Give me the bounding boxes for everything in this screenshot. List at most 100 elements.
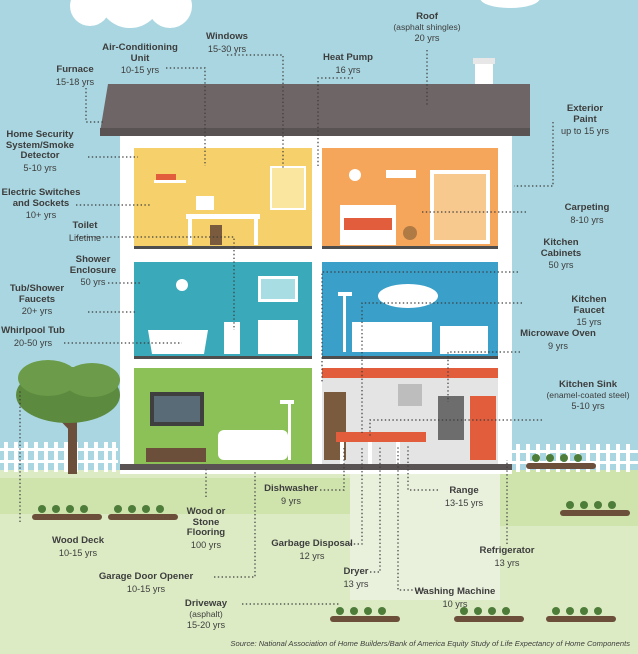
label-garbage-disposal-years: 12 yrs	[299, 550, 325, 561]
leader-lines	[19, 50, 554, 605]
label-kitchen-sink-detail: (enamel-coated steel)	[546, 389, 630, 400]
label-whirlpool-years: 20-50 yrs	[13, 337, 53, 348]
label-toilet-years: Lifetime	[68, 232, 102, 243]
chimney	[475, 62, 493, 84]
label-wood-flooring-years: 100 yrs	[190, 540, 222, 551]
label-driveway-years: 15-20 yrs	[186, 620, 226, 631]
label-driveway: Driveway(asphalt)15-20 yrs	[184, 598, 228, 631]
label-exterior-paint-name: Exterior Paint	[566, 103, 604, 125]
label-garage-door-years: 10-15 yrs	[126, 583, 166, 594]
path	[350, 470, 500, 600]
room-living	[134, 368, 312, 464]
label-heat-pump-years: 16 yrs	[335, 64, 361, 75]
label-range-years: 13-15 yrs	[444, 497, 484, 508]
label-dishwasher-years: 9 yrs	[281, 495, 301, 506]
garden-strip-right	[500, 470, 638, 526]
label-roof-name: Roof	[416, 11, 438, 22]
plant-sprouts	[38, 454, 616, 615]
label-whirlpool-name: Whirlpool Tub	[1, 325, 65, 336]
room-bathroom	[134, 262, 312, 359]
label-garage-door-name: Garage Door Opener	[98, 571, 194, 582]
label-roof-years: 20 yrs	[414, 33, 440, 44]
label-kitchen-sink-name: Kitchen Sink	[558, 379, 618, 390]
label-dishwasher-name: Dishwasher	[264, 483, 318, 494]
house-floor	[120, 464, 512, 470]
label-faucets-years: 20+ yrs	[21, 306, 53, 317]
label-furnace-years: 15-18 yrs	[55, 76, 95, 87]
label-driveway-name: Driveway	[184, 598, 228, 609]
label-furnace-name: Furnace	[56, 64, 94, 75]
label-carpeting-years: 8-10 yrs	[570, 214, 604, 225]
label-dryer-name: Dryer	[343, 566, 369, 577]
label-refrigerator-years: 13 yrs	[494, 557, 520, 568]
label-heat-pump-name: Heat Pump	[322, 52, 374, 63]
tree-illustration	[16, 360, 120, 474]
source-note: Source: National Association of Home Bui…	[230, 639, 630, 648]
label-switches-name: Electric Switches and Sockets	[1, 187, 81, 209]
label-roof: Roof(asphalt shingles)20 yrs	[393, 11, 461, 44]
room-kitchen	[322, 368, 498, 464]
label-dryer-years: 13 yrs	[343, 578, 369, 589]
label-ac-years: 10-15 yrs	[120, 65, 160, 76]
label-kitchen-cabinets-years: 50 yrs	[548, 260, 574, 271]
label-kitchen-faucet-name: Kitchen Faucet	[571, 294, 607, 316]
label-switches-years: 10+ yrs	[25, 210, 57, 221]
label-security-name: Home Security System/Smoke Detector	[5, 129, 75, 162]
room-bedroom	[322, 148, 498, 249]
label-kitchen-sink: Kitchen Sink(enamel-coated steel)5-10 yr…	[546, 379, 630, 412]
label-garbage-disposal-name: Garbage Disposal	[271, 538, 353, 549]
label-carpeting-name: Carpeting	[564, 202, 610, 213]
label-kitchen-cabinets-name: Kitchen Cabinets	[540, 237, 582, 259]
label-ac-name: Air-Conditioning Unit	[102, 42, 178, 64]
planter-beds	[32, 463, 630, 622]
label-toilet-name: Toilet	[72, 220, 98, 231]
label-wood-flooring-name: Wood or Stone Flooring	[186, 506, 226, 539]
fence-left	[0, 442, 118, 472]
label-shower-years: 50 yrs	[80, 277, 106, 288]
label-washing-machine-years: 10 yrs	[442, 598, 468, 609]
label-refrigerator-name: Refrigerator	[479, 545, 535, 556]
label-washing-machine-name: Washing Machine	[414, 586, 496, 597]
label-wood-deck-name: Wood Deck	[51, 535, 105, 546]
cloud-illustration	[70, 0, 540, 28]
label-driveway-detail: (asphalt)	[189, 608, 223, 619]
room-office	[134, 148, 312, 249]
label-exterior-paint-years: up to 15 yrs	[560, 126, 609, 137]
label-range-name: Range	[449, 485, 479, 496]
room-guestroom	[322, 262, 498, 359]
label-microwave-name: Microwave Oven	[520, 328, 596, 339]
label-windows-name: Windows	[205, 31, 249, 42]
label-kitchen-faucet-years: 15 yrs	[576, 317, 602, 328]
roof-illustration	[100, 84, 530, 132]
label-wood-deck-years: 10-15 yrs	[58, 547, 98, 558]
label-roof-detail: (asphalt shingles)	[393, 21, 461, 32]
label-security-years: 5-10 yrs	[23, 163, 57, 174]
label-shower-name: Shower Enclosure	[69, 254, 117, 276]
